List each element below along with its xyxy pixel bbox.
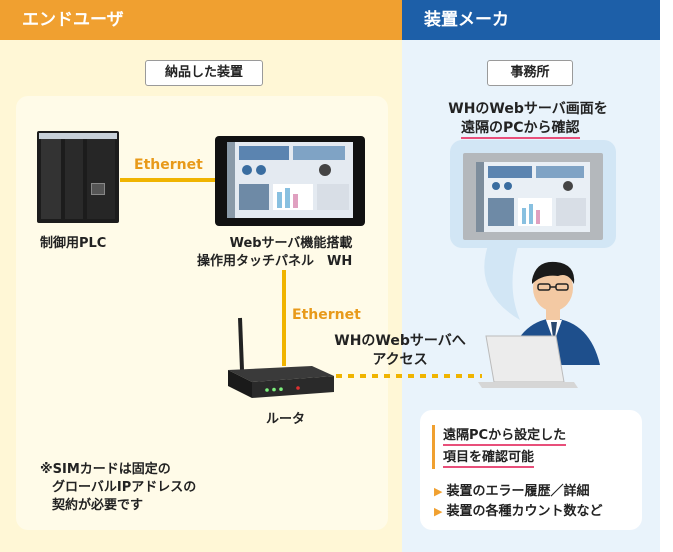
sim-note-line2: グローバルIPアドレスの: [52, 480, 197, 495]
remote-title-line2-text: 遠隔のPCから確認: [461, 120, 580, 139]
access-label-line2: アクセス: [372, 352, 428, 368]
triangle-right-icon: ▶: [434, 485, 443, 498]
manufacturer-header: 装置メーカ: [402, 0, 660, 40]
bullet-item-error-history: ▶装置のエラー履歴／詳細: [434, 484, 590, 499]
ethernet-label-top: Ethernet: [134, 157, 203, 173]
triangle-right-icon: ▶: [434, 505, 443, 518]
bullet-item-counts: ▶装置の各種カウント数など: [434, 504, 603, 519]
access-label-line1: WHのWebサーバへ: [334, 333, 466, 349]
info-box: [420, 410, 642, 530]
office-tag: 事務所: [487, 60, 573, 86]
delivered-equipment-tag: 納品した装置: [145, 60, 263, 86]
touch-panel-label-line2: 操作用タッチパネル WH: [197, 254, 353, 269]
info-title-line2: 項目を確認可能: [443, 450, 535, 468]
remote-title-line2: 遠隔のPCから確認: [461, 117, 580, 139]
plc-device: [37, 131, 119, 223]
sim-note-line1: ※SIMカードは固定の: [40, 462, 171, 477]
router-label: ルータ: [266, 412, 306, 427]
info-title: 遠隔PCから設定した 項目を確認可能: [432, 425, 567, 469]
remote-screen-graphics: [488, 166, 586, 226]
router-device: [228, 317, 334, 398]
end-user-header: エンドユーザ: [0, 0, 402, 40]
touch-panel-wh: [215, 136, 365, 226]
ethernet-label-vertical: Ethernet: [292, 307, 361, 323]
person-with-laptop-illustration: [478, 261, 600, 388]
plc-label: 制御用PLC: [40, 236, 107, 251]
remote-title-line1: WHのWebサーバ画面を: [448, 101, 608, 117]
screen-graphics: [239, 146, 349, 210]
touch-panel-label-line1: Webサーバ機能搭載: [229, 236, 353, 251]
info-title-line1: 遠隔PCから設定した: [443, 428, 567, 446]
sim-note-line3: 契約が必要です: [52, 498, 144, 513]
speech-bubble-tail: [484, 240, 520, 320]
